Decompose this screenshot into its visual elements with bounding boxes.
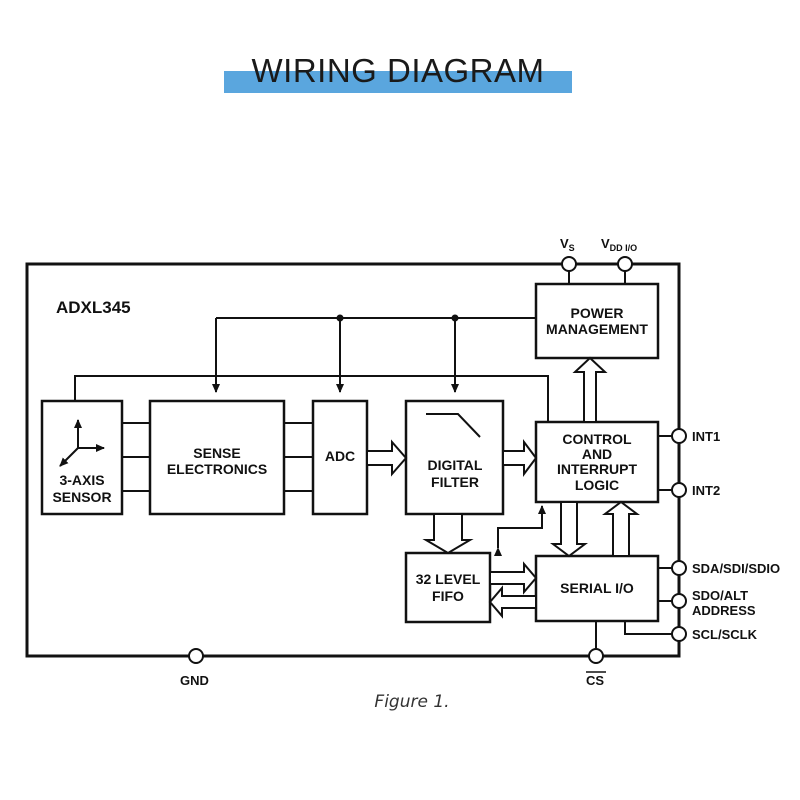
serial-to-fifo-arrow — [488, 585, 537, 619]
sdo-label-line1: SDO/ALT — [692, 588, 748, 603]
sense-label-line1: SENSE — [193, 445, 240, 461]
filter-label-line2: FILTER — [431, 474, 479, 490]
control-to-power-arrow — [572, 356, 608, 423]
control-label-line4: LOGIC — [575, 477, 619, 493]
control-label-line1: CONTROL — [562, 431, 632, 447]
filter-to-fifo-arrow — [422, 513, 474, 555]
int2-pin — [671, 482, 687, 498]
int1-label: INT1 — [692, 429, 720, 444]
fifo-control-link — [494, 505, 546, 556]
filter-to-control-arrow — [502, 439, 538, 477]
filter-label-line1: DIGITAL — [428, 457, 483, 473]
sdo-pin — [671, 593, 687, 609]
sdo-label-line2: ADDRESS — [692, 603, 756, 618]
int2-label: INT2 — [692, 483, 720, 498]
serial-to-control-arrow — [602, 500, 640, 557]
serial-label: SERIAL I/O — [560, 580, 634, 596]
power-label-line2: MANAGEMENT — [546, 321, 648, 337]
control-to-serial-arrow — [550, 501, 588, 558]
power-label-line1: POWER — [571, 305, 624, 321]
vdd-pin — [617, 256, 633, 272]
sensor-label-line1: 3-AXIS — [59, 472, 104, 488]
bus-junction — [451, 314, 459, 322]
page-title: WIRING DIAGRAM — [251, 52, 545, 89]
fifo-to-serial-arrow — [489, 561, 538, 595]
control-label-line3: INTERRUPT — [557, 461, 638, 477]
control-logic-block — [534, 420, 660, 504]
analog-signal-lines — [284, 422, 313, 492]
bus-junction — [336, 314, 344, 322]
fifo-label-line2: FIFO — [432, 588, 464, 604]
sda-label: SDA/SDI/SDIO — [692, 561, 780, 576]
axes-icon — [59, 419, 105, 467]
filter-response-icon — [426, 413, 481, 438]
cs-pin — [588, 648, 604, 664]
sense-electronics-block — [148, 399, 286, 516]
vs-pin — [561, 256, 577, 272]
title-underline-bar — [224, 71, 572, 93]
sensor-label-line2: SENSOR — [52, 489, 111, 505]
power-pin-lines — [568, 264, 626, 284]
sense-label-line2: ELECTRONICS — [167, 461, 267, 477]
vs-label: VS — [560, 236, 575, 253]
sensor-signal-lines — [122, 422, 150, 492]
gnd-pin — [188, 648, 204, 664]
chip-outline — [25, 262, 681, 658]
adc-to-filter-arrow — [366, 439, 408, 477]
sensor-block — [40, 399, 124, 516]
feedback-line — [74, 375, 549, 422]
cs-label: CS — [586, 673, 604, 688]
title-banner: WIRING DIAGRAM — [224, 52, 572, 94]
vdd-label: VDD I/O — [601, 236, 637, 253]
sda-pin — [671, 560, 687, 576]
figure-caption: Figure 1. — [374, 692, 450, 712]
power-management-block — [534, 282, 660, 360]
scl-pin — [671, 626, 687, 642]
control-bus — [212, 317, 536, 393]
int1-pin — [671, 428, 687, 444]
fifo-block — [404, 551, 492, 624]
scl-label: SCL/SCLK — [692, 627, 758, 642]
adc-block — [311, 399, 369, 516]
control-label-line2: AND — [582, 446, 612, 462]
chip-name: ADXL345 — [56, 298, 131, 317]
gnd-label: GND — [180, 673, 209, 688]
fifo-label-line1: 32 LEVEL — [416, 571, 481, 587]
serial-io-block — [534, 554, 660, 623]
adc-label: ADC — [325, 448, 355, 464]
